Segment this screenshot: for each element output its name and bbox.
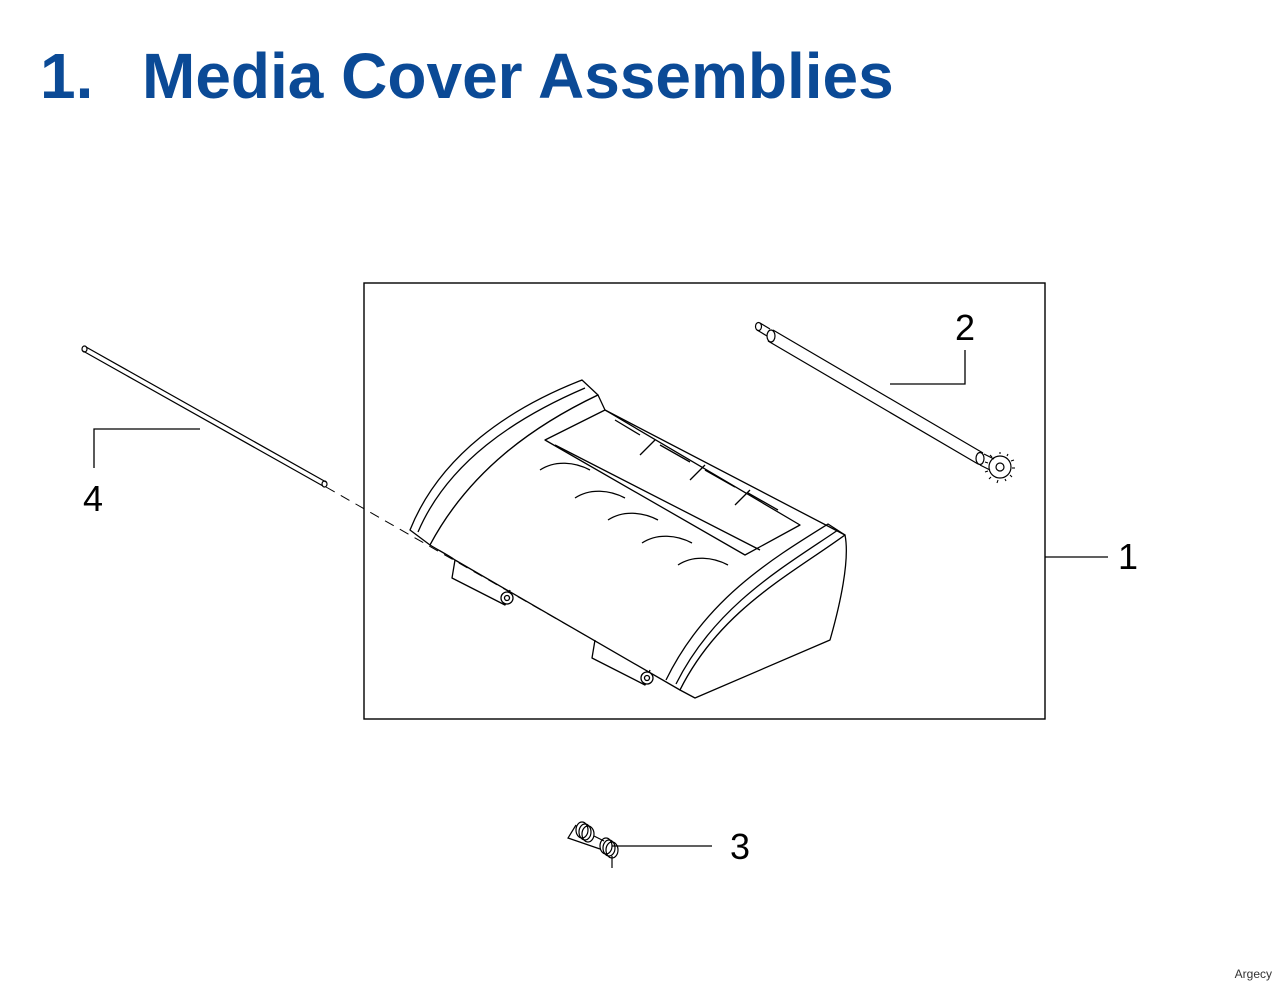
callout-4: 4 [83, 478, 104, 519]
callout-2: 2 [955, 307, 976, 348]
torsion-spring [567, 821, 619, 868]
watermark: Argecy [1234, 967, 1272, 981]
section-title: Media Cover Assemblies [142, 40, 894, 112]
roller-with-gear [754, 321, 1015, 484]
assembly-box [363, 282, 1046, 720]
page-title: 1. Media Cover Assemblies [40, 38, 894, 114]
leader-line-2 [890, 350, 966, 385]
media-cover-assembly [409, 379, 847, 699]
callout-1: 1 [1118, 536, 1139, 577]
section-number: 1. [40, 40, 94, 112]
callout-3: 3 [730, 826, 751, 867]
leader-line-4 [93, 428, 200, 468]
